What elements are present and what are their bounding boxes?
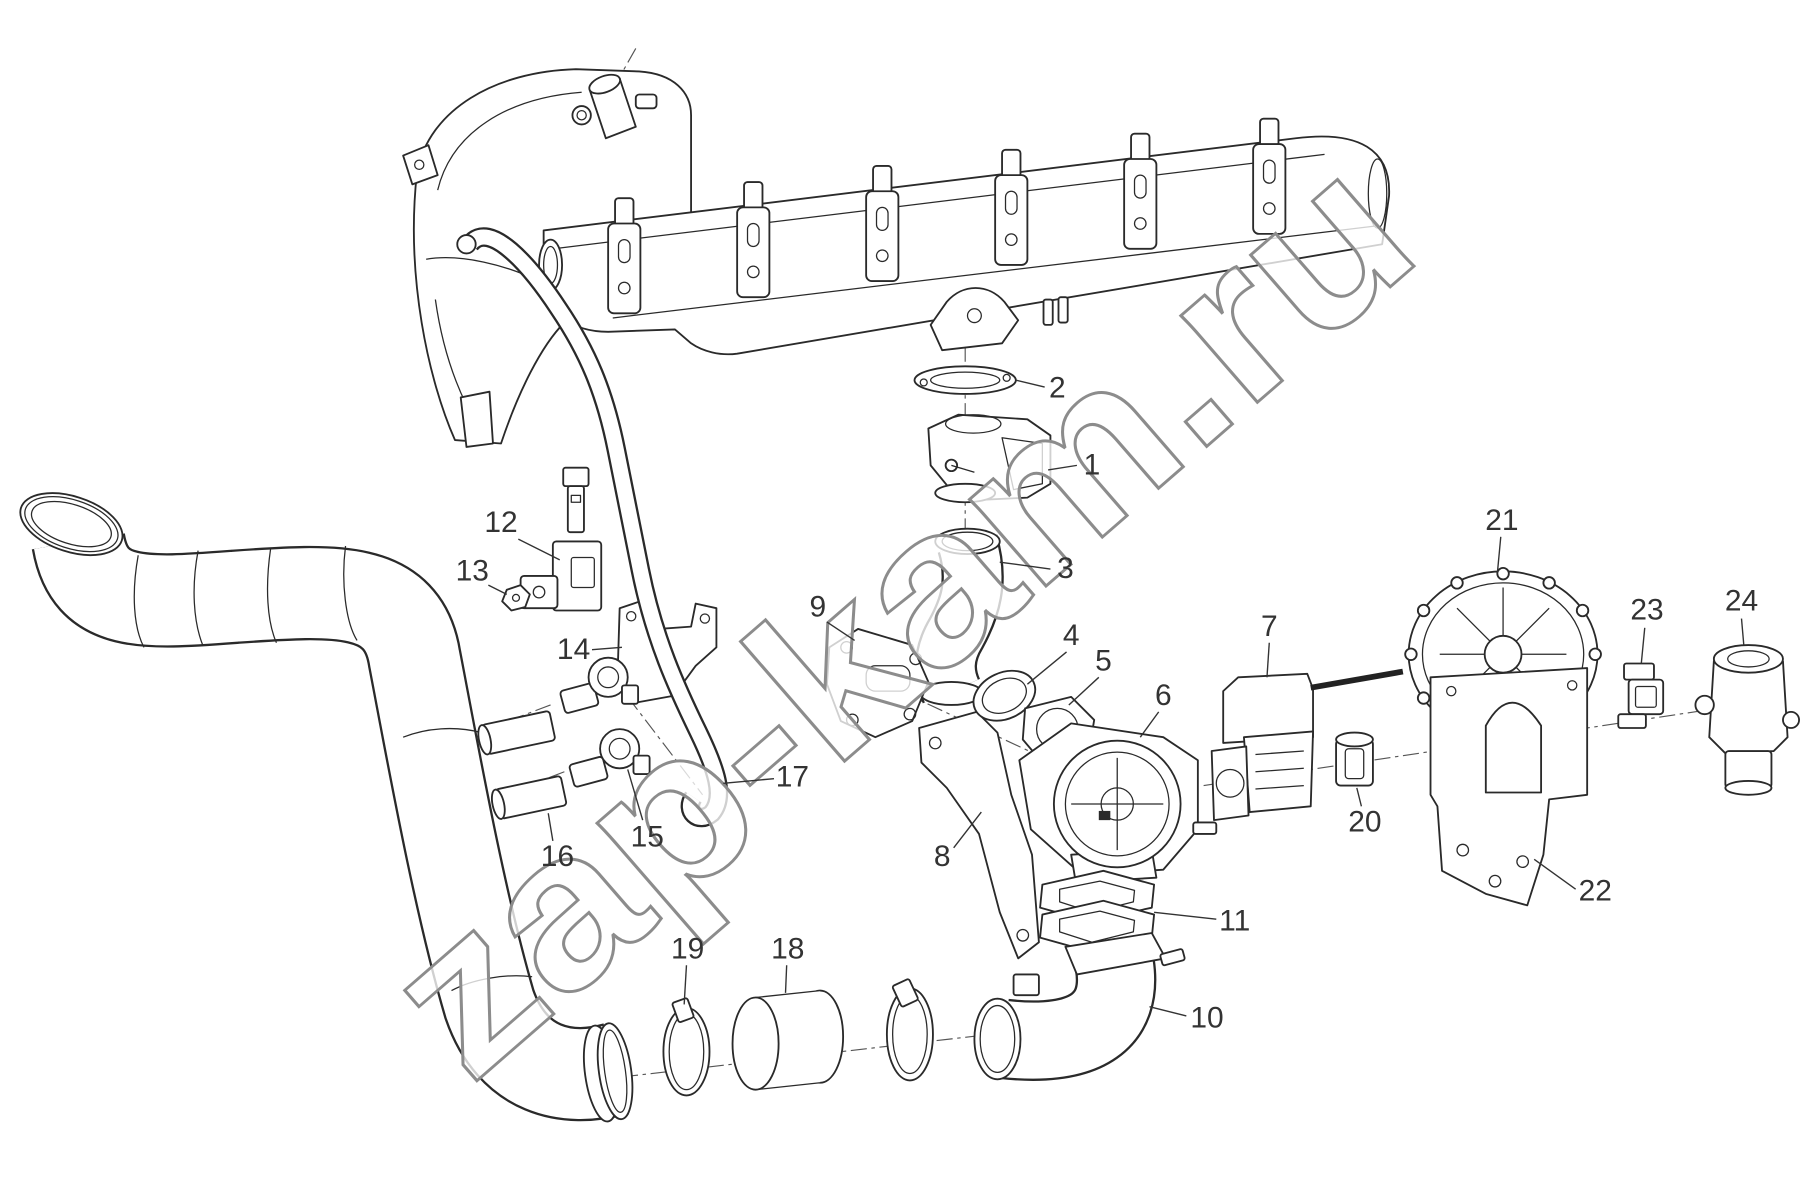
callout-6: 6 (1155, 679, 1172, 712)
clamp-second (885, 978, 934, 1082)
callout-21: 21 (1485, 504, 1518, 537)
part-9-flange (826, 628, 930, 739)
callout-19: 19 (671, 932, 704, 965)
part-20-sleeve (1335, 731, 1374, 787)
part-intake-hose (19, 492, 634, 1123)
manifold-mounting-tabs (607, 117, 1287, 315)
callout-7: 7 (1261, 610, 1278, 643)
part-17-tube (456, 227, 729, 828)
part-10-elbow (973, 932, 1186, 1081)
callout-22: 22 (1579, 875, 1612, 908)
part-18-sleeve (731, 989, 845, 1091)
part-exhaust-manifold (538, 117, 1390, 356)
part-6-egr-valve (1018, 722, 1218, 884)
part-3-hose (914, 527, 1004, 706)
callout-12: 12 (484, 506, 517, 539)
part-23-solenoid (1617, 662, 1665, 729)
callout-9: 9 (809, 590, 826, 623)
callout-5: 5 (1095, 644, 1112, 677)
callout-18: 18 (771, 932, 804, 965)
callout-24: 24 (1725, 585, 1758, 618)
callout-11: 11 (1219, 905, 1250, 938)
callout-2: 2 (1049, 371, 1066, 404)
part-8-bracket (918, 710, 1040, 960)
callout-14: 14 (557, 633, 590, 666)
callout-8: 8 (934, 840, 951, 873)
callout-15: 15 (631, 821, 664, 854)
callout-1: 1 (1084, 449, 1101, 482)
callout-23: 23 (1630, 594, 1663, 627)
callout-3: 3 (1057, 552, 1074, 585)
part-22-bracket (1429, 667, 1589, 907)
part-24-valve (1694, 644, 1801, 796)
callout-16: 16 (541, 840, 574, 873)
part-4-ring (972, 669, 1037, 722)
part-12-sensor (519, 466, 603, 612)
manifold-outlet-flange (929, 287, 1020, 352)
part-7-actuator (1210, 668, 1404, 822)
part-1-valve-body (927, 413, 1052, 504)
callout-13: 13 (456, 555, 489, 588)
part-15-ball-fittings (559, 656, 651, 788)
part-13-bolt (501, 584, 531, 612)
callout-labels: 1 2 3 4 5 6 7 8 9 10 11 12 13 14 15 16 1… (456, 371, 1759, 1034)
callout-10: 10 (1190, 1001, 1223, 1034)
callout-20: 20 (1348, 806, 1381, 839)
callout-4: 4 (1063, 619, 1080, 652)
part-16-sleeves (477, 710, 568, 820)
callout-leader-lines (488, 379, 1745, 1017)
part-19-clamp (662, 997, 711, 1097)
callout-17: 17 (776, 761, 809, 794)
